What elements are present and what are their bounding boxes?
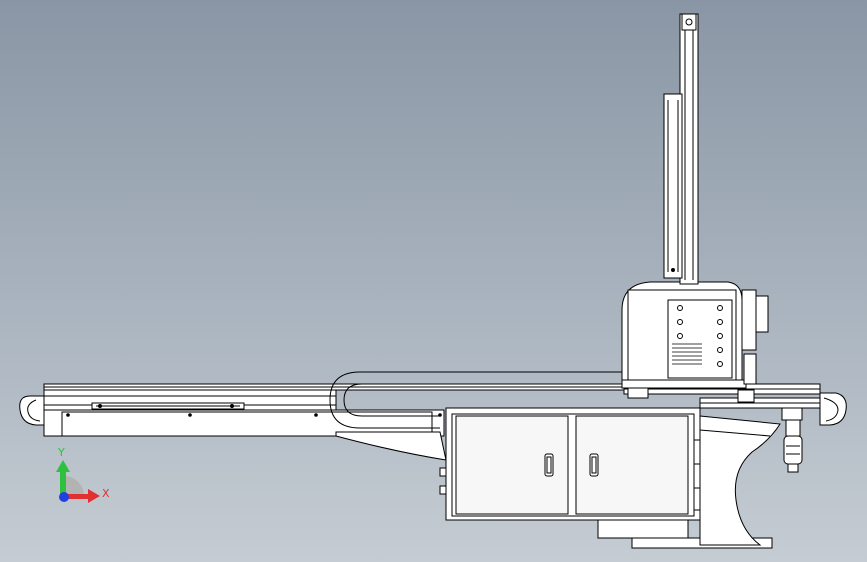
y-axis-arrow [60,470,66,496]
cable-loop [329,371,624,429]
vertical-arm [663,13,699,285]
beam-support-bracket [335,431,447,461]
air-filter-regulator [781,407,803,473]
vent-grille [672,343,702,365]
coordinate-triad [56,460,100,503]
horizontal-beam [19,383,847,437]
x-axis-label: X [102,487,110,500]
y-axis-label: Y [57,446,65,459]
arm-slider [663,93,683,279]
support-leg [699,415,781,546]
carriage-housing [621,281,769,403]
x-axis-arrow [64,494,90,499]
z-axis-dot [59,492,69,502]
carriage-panel [667,299,733,379]
